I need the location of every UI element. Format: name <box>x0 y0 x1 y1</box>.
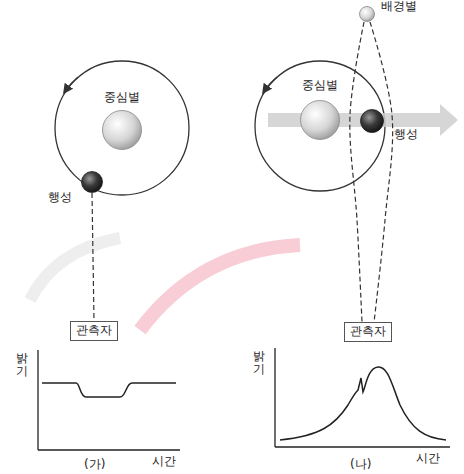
central-star: 중심별 <box>102 110 142 150</box>
planet-disc <box>361 110 384 133</box>
axis <box>275 446 450 447</box>
background-star-shape <box>359 6 375 22</box>
observer-box: 관측자 <box>70 321 118 340</box>
central-star-shape <box>300 100 340 140</box>
central-star: 중심별 <box>300 100 340 140</box>
planet-shape <box>360 109 384 133</box>
node-label: 중심별 <box>104 91 140 104</box>
orbit-arrow <box>66 77 78 90</box>
axis-label: 시간 <box>152 455 176 468</box>
background-star: 배경별 <box>359 6 375 22</box>
sight-line <box>370 22 393 322</box>
central-star-shape <box>102 110 142 150</box>
light-curve <box>42 383 176 397</box>
observer-box: 관측자 <box>344 322 392 341</box>
background-star-disc <box>360 7 375 22</box>
sight-line <box>92 193 94 321</box>
node-label: 행성 <box>48 191 72 204</box>
panel-label: (가) <box>84 458 105 471</box>
axis-label: 밝기 <box>16 352 28 378</box>
planet: 행성 <box>81 171 103 193</box>
planet-shape <box>81 171 103 193</box>
sight-line <box>350 22 364 322</box>
orbit-arrow <box>265 77 277 90</box>
axis-label: 밝기 <box>253 350 265 376</box>
planet-disc <box>82 172 103 193</box>
planet: 행성 <box>360 109 384 133</box>
panel-label: (나) <box>350 458 371 471</box>
axis <box>37 350 38 450</box>
box-text: 관측자 <box>350 325 386 338</box>
orbit <box>55 61 189 195</box>
watermark <box>30 238 120 300</box>
axis <box>38 449 180 450</box>
node-label: 배경별 <box>381 0 417 13</box>
node-label: 중심별 <box>302 79 338 92</box>
axis-label: 시간 <box>416 452 440 465</box>
watermark <box>140 245 300 330</box>
box-text: 관측자 <box>76 324 112 337</box>
motion-arrow <box>268 104 458 136</box>
light-curve <box>280 367 446 440</box>
node-label: 행성 <box>394 128 418 141</box>
central-star-disc <box>301 101 340 140</box>
central-star-disc <box>103 111 142 150</box>
axis <box>274 348 275 447</box>
